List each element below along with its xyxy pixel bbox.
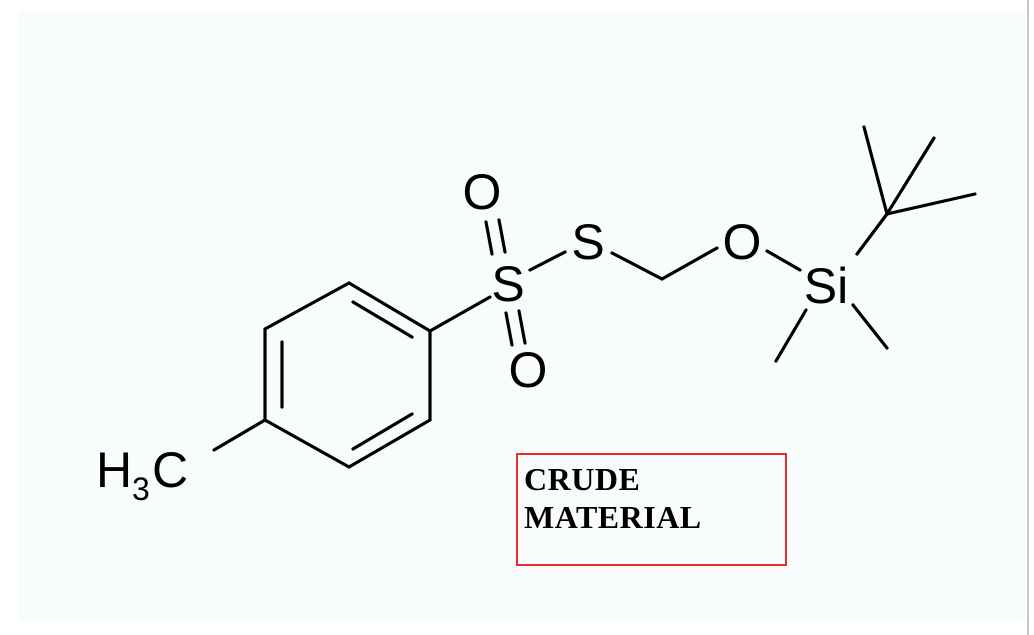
sulfonyl-double-bond bbox=[484, 220, 494, 256]
sulfonyl-double-bond bbox=[504, 311, 514, 347]
ring-double-bond bbox=[351, 300, 414, 339]
ring-bond bbox=[263, 418, 351, 469]
ring-bond bbox=[347, 418, 432, 469]
crude-material-label: CRUDE MATERIAL bbox=[516, 453, 787, 566]
ring-bond bbox=[263, 281, 351, 331]
tbutyl-methyl-bond bbox=[862, 125, 889, 216]
sulfonyl-oxygen-bottom: O bbox=[509, 342, 548, 398]
label-line-2: MATERIAL bbox=[524, 499, 702, 535]
ring-bond bbox=[347, 281, 432, 333]
thio-methylene-bond bbox=[610, 251, 664, 281]
tbutyl-methyl-bond bbox=[885, 192, 977, 216]
silicon-methyl-bond bbox=[851, 303, 889, 350]
sulfonyl-double-bond bbox=[517, 309, 527, 345]
aryl-sulfur-bond bbox=[428, 295, 492, 333]
bonds bbox=[212, 125, 977, 469]
sulfonyl-sulfur: S bbox=[491, 256, 524, 312]
atom-labels: O S O S O Si H 3 C bbox=[96, 164, 848, 507]
thio-sulfur: S bbox=[571, 214, 604, 270]
ring-double-bond bbox=[351, 412, 414, 451]
disulfide-bond bbox=[528, 250, 567, 272]
page-edge bbox=[1027, 0, 1029, 635]
label-line-1: CRUDE bbox=[524, 461, 641, 497]
silicon-tbutyl-bond bbox=[855, 212, 889, 256]
silicon-atom: Si bbox=[804, 258, 848, 314]
sulfonyl-oxygen-top: O bbox=[463, 164, 502, 220]
methyl-subscript: 3 bbox=[132, 471, 150, 507]
tbutyl-methyl-bond bbox=[885, 136, 936, 216]
methyl-bond bbox=[212, 418, 267, 452]
silicon-methyl-bond bbox=[774, 308, 808, 363]
oxygen-silicon-bond bbox=[765, 249, 802, 272]
figure-panel bbox=[18, 10, 1026, 622]
ether-oxygen: O bbox=[723, 214, 762, 270]
methyl-carbon: C bbox=[152, 442, 188, 498]
methyl-hydrogen: H bbox=[96, 442, 132, 498]
methylene-oxygen-bond bbox=[660, 246, 719, 281]
sulfonyl-double-bond bbox=[497, 218, 507, 254]
